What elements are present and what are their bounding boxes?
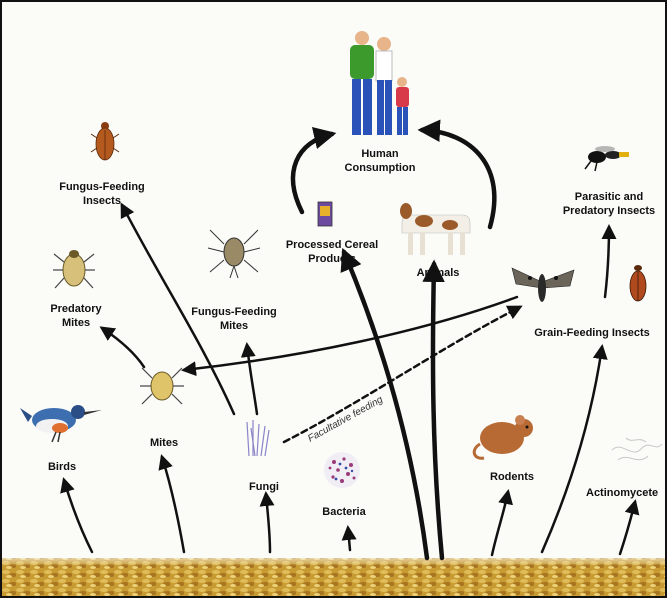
fungi-icon <box>247 420 269 456</box>
predatory-mites-label: PredatoryMites <box>50 303 102 329</box>
human-label: HumanConsumption <box>345 148 416 174</box>
arrow-processed-to-human <box>293 134 332 212</box>
arrow-grain-to-mites <box>162 457 184 552</box>
arrow-grain-to-actinomycete <box>620 502 635 554</box>
arrow-fungi-to-fungus-mites <box>247 345 257 414</box>
bird-icon <box>20 405 102 442</box>
family-icon <box>350 31 409 135</box>
grain-bed-icon <box>2 552 665 596</box>
mite-icon <box>140 368 184 404</box>
beetle-icon <box>91 122 119 160</box>
arrow-grain-to-rodents <box>492 492 508 555</box>
cow-icon <box>400 203 470 255</box>
wasp-icon <box>585 146 629 171</box>
arrow-grain-to-fungi <box>266 494 270 552</box>
beetle-icon <box>630 265 646 301</box>
grain-feeding-insects-label: Grain-Feeding Insects <box>534 327 650 339</box>
arrow-mites-to-predatory-mites <box>102 328 144 367</box>
fungus-feeding-mites-label: Fungus-FeedingMites <box>191 306 277 332</box>
rodents-label: Rodents <box>490 471 534 483</box>
arrow-grain-to-grain-insects <box>542 347 602 552</box>
arrow-grain-to-birds <box>64 480 92 552</box>
mites-label: Mites <box>150 437 178 449</box>
actinomycete-icon <box>612 438 662 460</box>
birds-label: Birds <box>48 461 76 473</box>
bacteria-icon <box>324 452 360 488</box>
animals-label: Animals <box>417 267 460 279</box>
fungi-label: Fungi <box>249 481 279 493</box>
rodent-icon <box>474 415 533 458</box>
facultative-feeding-label: Facultative feeding <box>306 394 385 445</box>
arrow-grain-insects-to-parasitic <box>605 227 609 297</box>
processed-cereal-label: Processed CerealProducts <box>286 239 378 265</box>
cereal-box-icon <box>318 202 332 226</box>
arrows <box>64 130 635 558</box>
actinomycete-label: Actinomycete <box>586 487 658 499</box>
arrow-grain-to-bacteria <box>348 528 350 550</box>
parasitic-predatory-insects-label: Parasitic andPredatory Insects <box>563 191 655 217</box>
mite-icon <box>53 250 95 288</box>
fungus-feeding-insects-label: Fungus-FeedingInsects <box>59 181 145 207</box>
bacteria-label: Bacteria <box>322 506 366 518</box>
mite-icon <box>208 230 260 278</box>
arrow-animals-to-human <box>422 130 494 227</box>
arrow-grain-to-animals <box>433 264 442 558</box>
moth-icon <box>512 268 574 302</box>
